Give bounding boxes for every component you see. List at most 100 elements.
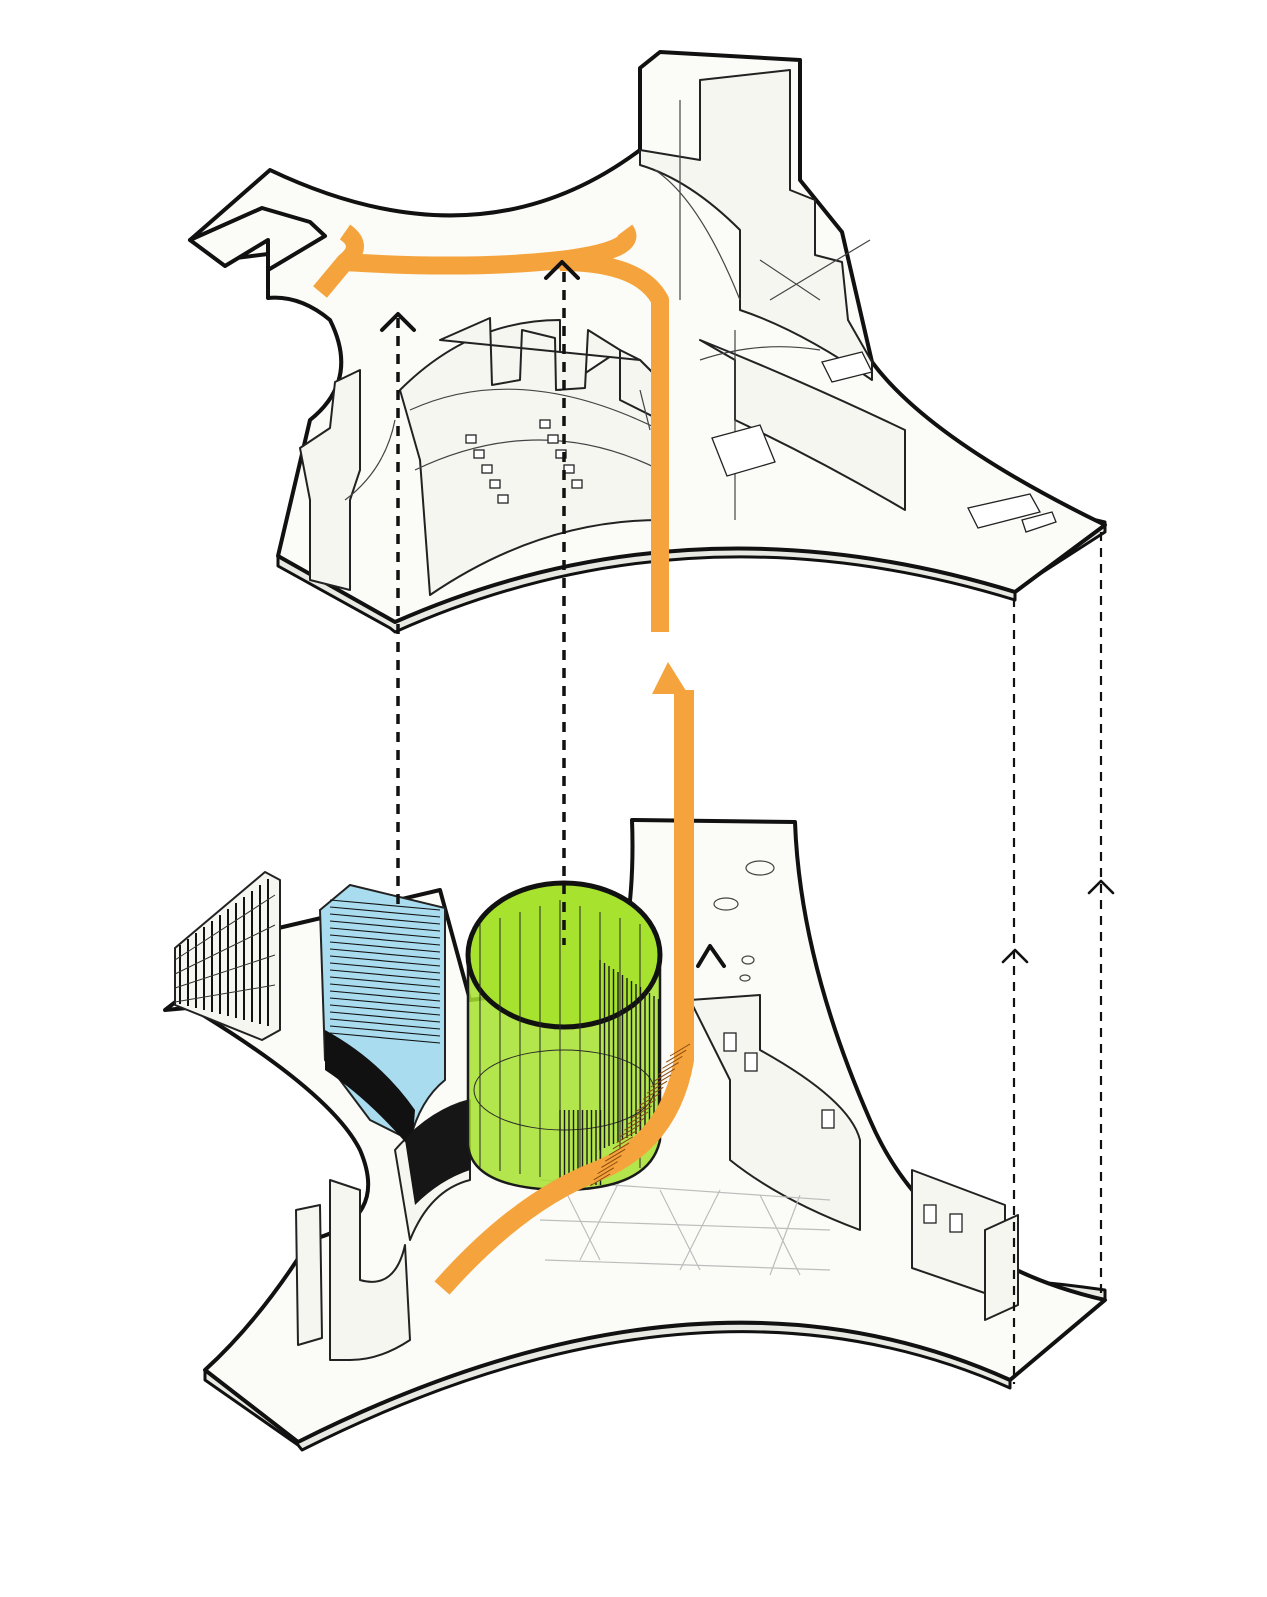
blue-panel-dark-band	[325, 1030, 415, 1150]
chair	[481, 464, 493, 474]
lamp-marker	[745, 860, 775, 876]
lamp-marker	[739, 974, 751, 982]
chevron-up-icon	[1001, 948, 1029, 964]
hatch-line	[329, 1018, 441, 1030]
hatch-line	[329, 955, 441, 967]
stair-tread	[601, 1154, 622, 1168]
hatch-line	[329, 983, 441, 995]
dark-curved-screen	[405, 1100, 470, 1205]
chair	[555, 449, 567, 459]
screen-slats	[174, 879, 276, 1026]
stair-tread	[650, 1074, 672, 1088]
stair-tread	[669, 1043, 691, 1057]
green-glass-cylinder	[465, 880, 663, 1192]
hatch-line	[329, 934, 441, 946]
stair-tread	[646, 1080, 668, 1094]
hatch-line	[329, 920, 441, 932]
lower-left-curved-wall	[329, 1179, 411, 1361]
lamp-marker	[713, 897, 739, 911]
hatch-line	[329, 990, 441, 1002]
upper-floor	[188, 50, 1107, 634]
stair-tread	[643, 1086, 664, 1100]
hatch-line	[329, 899, 441, 911]
hatch-line	[329, 1011, 441, 1023]
hatch-line	[329, 948, 441, 960]
hatch-line	[329, 906, 441, 918]
stair-tread	[589, 1173, 611, 1187]
stair-tread	[654, 1068, 676, 1082]
circulation	[313, 224, 694, 1295]
chair	[489, 479, 501, 489]
chevron-up-icon	[544, 260, 580, 280]
cylinder-top	[465, 880, 663, 1030]
stair-tread	[597, 1161, 618, 1175]
lower-gallery-panel-2	[984, 1214, 1019, 1321]
slat-rail	[174, 954, 276, 989]
arrow-up-icon	[652, 662, 688, 694]
slat-rail	[174, 984, 276, 1003]
stair-tread	[635, 1099, 656, 1113]
workstation	[821, 351, 873, 383]
slat-rail	[174, 924, 276, 975]
lower-right-gallery-wall	[689, 994, 861, 1231]
chair	[563, 464, 575, 474]
stair-tread	[639, 1093, 660, 1106]
window-frame	[923, 1204, 937, 1224]
stair-tread	[662, 1055, 683, 1069]
chair	[539, 419, 551, 429]
desk	[967, 493, 1041, 529]
stair-tread	[608, 1142, 630, 1156]
lamp-marker	[741, 955, 755, 965]
stair-tread	[665, 1049, 687, 1063]
stair-tread	[620, 1124, 641, 1137]
vertical-connectors	[396, 272, 1103, 1384]
stair-tread	[624, 1117, 645, 1131]
hatch-line	[329, 1025, 441, 1037]
hatch-line	[329, 941, 441, 953]
hatch-line	[329, 969, 441, 981]
hatch-line	[329, 976, 441, 988]
blue-curved-panel	[318, 883, 470, 1205]
stair-tread	[612, 1136, 634, 1150]
chair	[465, 434, 477, 444]
hatch-line	[329, 962, 441, 974]
meeting-table	[711, 424, 776, 477]
upper-floor-hook	[188, 206, 327, 272]
upper-interior-lines	[344, 100, 871, 520]
chair	[497, 494, 509, 504]
chair	[547, 434, 559, 444]
hatch-line	[329, 913, 441, 925]
lower-lattice-ghost	[539, 1179, 831, 1276]
upper-circulation-path	[313, 224, 669, 632]
stair-tread	[631, 1105, 653, 1119]
up-markers	[380, 260, 1115, 968]
upper-curved-corridor-wall	[699, 339, 906, 511]
hatch-line	[329, 997, 441, 1009]
stair-tread	[616, 1130, 637, 1144]
upper-left-rooms	[299, 369, 361, 591]
window-frame	[821, 1109, 835, 1129]
blue-panel-hatch	[329, 899, 441, 1044]
hatch-line	[329, 1032, 441, 1044]
window-frame	[744, 1052, 758, 1072]
chevron-up-icon	[696, 944, 726, 968]
stair-treads	[589, 1043, 691, 1187]
window-frame	[723, 1032, 737, 1052]
upper-furniture	[465, 351, 1057, 533]
stair-circulation-path	[434, 690, 694, 1295]
hatch-line	[329, 1004, 441, 1016]
chevron-up-icon	[1087, 879, 1115, 895]
slatted-screen	[174, 871, 281, 1041]
lower-left-pier	[295, 1204, 323, 1346]
stair-tread	[627, 1111, 649, 1125]
stair-tread	[593, 1167, 615, 1181]
bench	[1021, 511, 1057, 533]
chair	[473, 449, 485, 459]
chevron-up-icon	[380, 312, 416, 332]
stair-tread	[658, 1062, 679, 1076]
hatch-line	[329, 927, 441, 939]
slat-rail	[174, 894, 276, 961]
stair-tread	[604, 1148, 626, 1162]
